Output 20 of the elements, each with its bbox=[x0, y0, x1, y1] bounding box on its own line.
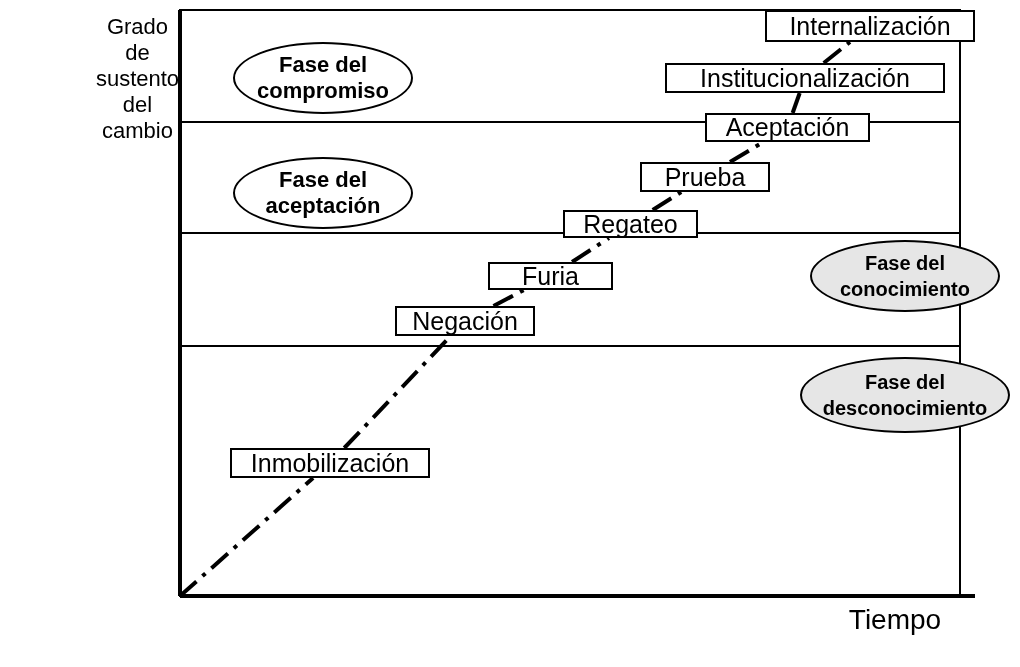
phase-ellipse: Fase del compromiso bbox=[233, 42, 413, 114]
axis-title: Grado de sustento del cambio bbox=[95, 14, 180, 144]
dash-dot-line bbox=[651, 190, 683, 212]
stage-box: Inmobilización bbox=[230, 448, 430, 478]
axis-title: Tiempo bbox=[847, 604, 943, 636]
phase-ellipse: Fase del desconocimiento bbox=[800, 357, 1010, 433]
phase-ellipse: Fase del aceptación bbox=[233, 157, 413, 229]
phase-ellipse: Fase del conocimiento bbox=[810, 240, 1000, 312]
dash-dot-line bbox=[570, 236, 611, 264]
stage-box: Furia bbox=[488, 262, 613, 290]
stage-box: Aceptación bbox=[705, 113, 870, 142]
dash-dot-line bbox=[790, 92, 802, 114]
stage-box: Institucionalización bbox=[665, 63, 945, 93]
stage-box: Negación bbox=[395, 306, 535, 336]
stage-box: Prueba bbox=[640, 162, 770, 192]
stage-box: Regateo bbox=[563, 210, 698, 238]
stage-box: Internalización bbox=[765, 10, 975, 42]
dash-dot-line bbox=[822, 40, 852, 65]
dash-dot-line bbox=[178, 476, 315, 598]
dash-dot-line bbox=[492, 288, 525, 308]
